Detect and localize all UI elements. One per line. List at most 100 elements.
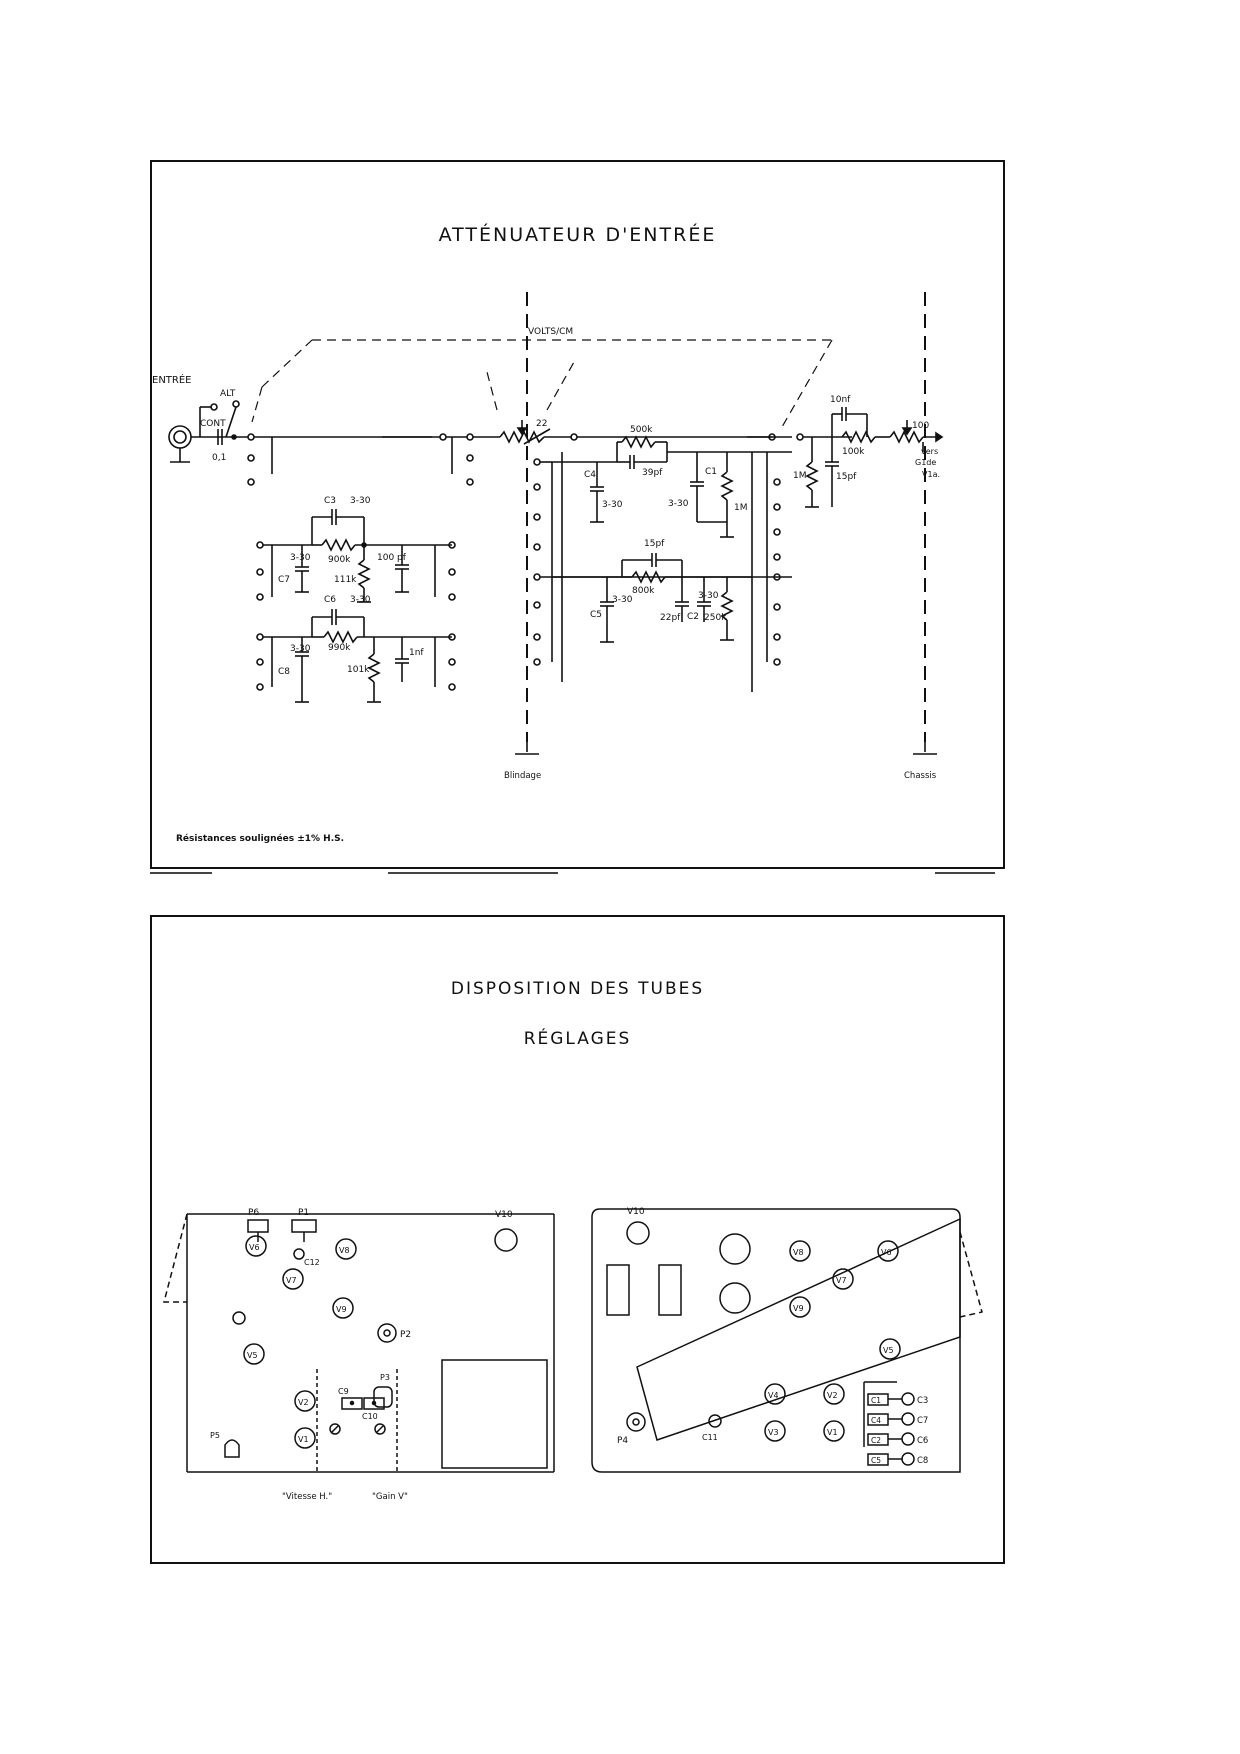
svg-text:111k: 111k <box>334 575 357 585</box>
svg-text:3-30: 3-30 <box>698 591 719 601</box>
svg-text:900k: 900k <box>328 555 351 565</box>
shield-outline <box>251 339 833 428</box>
svg-text:V5: V5 <box>247 1351 258 1360</box>
svg-text:V4: V4 <box>768 1391 779 1400</box>
svg-text:C7: C7 <box>917 1416 928 1426</box>
tube-v2 <box>294 1390 316 1412</box>
svg-text:3-30: 3-30 <box>668 499 689 509</box>
label-cont: CONT <box>200 419 226 429</box>
svg-text:C1: C1 <box>705 467 717 477</box>
svg-text:3-30: 3-30 <box>350 496 371 506</box>
svg-text:990k: 990k <box>328 643 351 653</box>
svg-text:3-30: 3-30 <box>290 553 311 563</box>
svg-text:15pf: 15pf <box>644 539 665 549</box>
svg-text:V7: V7 <box>836 1276 847 1285</box>
svg-text:22pf: 22pf <box>660 613 681 623</box>
svg-text:P1: P1 <box>298 1208 309 1218</box>
svg-text:C8: C8 <box>278 667 290 677</box>
svg-text:V9: V9 <box>793 1304 804 1313</box>
svg-text:C8: C8 <box>917 1456 928 1466</box>
attenuator-stage-900k <box>256 509 456 603</box>
svg-text:V8: V8 <box>793 1248 804 1257</box>
svg-text:3-30: 3-30 <box>612 595 633 605</box>
svg-text:C5: C5 <box>871 1456 881 1465</box>
svg-text:C3: C3 <box>324 496 336 506</box>
svg-text:V1: V1 <box>298 1435 309 1444</box>
svg-text:P6: P6 <box>248 1208 259 1218</box>
tube-v10-right <box>626 1221 650 1245</box>
tube-v7 <box>282 1268 304 1290</box>
caption-gain-v: "Gain V" <box>372 1492 408 1502</box>
svg-text:500k: 500k <box>630 425 653 435</box>
scan-mark <box>935 872 995 874</box>
svg-text:C2: C2 <box>687 612 699 622</box>
svg-text:3-30: 3-30 <box>290 644 311 654</box>
svg-text:V10: V10 <box>495 1210 513 1220</box>
svg-text:250k: 250k <box>704 613 727 623</box>
svg-text:100: 100 <box>912 421 929 431</box>
label-alt: ALT <box>220 389 236 399</box>
right-chassis-board <box>591 1208 983 1473</box>
svg-text:V8: V8 <box>339 1246 350 1255</box>
footnote: Résistances soulignées ±1% H.S. <box>176 834 345 844</box>
svg-text:V5: V5 <box>883 1346 894 1355</box>
scan-mark <box>388 872 558 874</box>
svg-text:C6: C6 <box>324 595 336 605</box>
label-chassis: Chassis <box>904 771 937 781</box>
svg-text:V6: V6 <box>249 1243 260 1252</box>
svg-text:C12: C12 <box>304 1258 320 1267</box>
attenuator-panel: ATTÉNUATEUR D'ENTRÉE ENTRÉE ALT CONT 0,1 <box>150 160 1005 869</box>
svg-text:C5: C5 <box>590 610 602 620</box>
svg-text:V2: V2 <box>827 1391 838 1400</box>
svg-text:C3: C3 <box>917 1396 928 1406</box>
middle-wafer-contacts <box>533 452 752 682</box>
svg-text:P5: P5 <box>210 1431 220 1440</box>
tube-layout-subtitle: RÉGLAGES <box>523 1029 632 1049</box>
svg-text:V2: V2 <box>298 1398 309 1407</box>
svg-text:V1a.: V1a. <box>922 470 940 479</box>
attenuator-stage-990k <box>256 609 456 703</box>
svg-text:V6: V6 <box>881 1248 892 1257</box>
svg-text:P3: P3 <box>380 1373 390 1382</box>
tube-v9 <box>332 1297 354 1319</box>
scan-mark <box>150 872 212 874</box>
label-blindage: Blindage <box>504 771 541 781</box>
svg-text:V10: V10 <box>627 1207 645 1217</box>
svg-text:39pf: 39pf <box>642 468 663 478</box>
label-entree: ENTRÉE <box>152 373 192 386</box>
svg-text:C4: C4 <box>584 470 596 480</box>
trimmer-group <box>867 1392 915 1466</box>
tube-v10 <box>494 1228 518 1252</box>
svg-text:C7: C7 <box>278 575 290 585</box>
svg-text:1nf: 1nf <box>409 648 424 658</box>
svg-text:C2: C2 <box>871 1436 881 1445</box>
tube-v6 <box>245 1235 267 1257</box>
svg-text:15pf: 15pf <box>836 472 857 482</box>
tube-v5 <box>243 1343 265 1365</box>
svg-text:G1de: G1de <box>915 458 936 467</box>
svg-text:C11: C11 <box>702 1433 718 1442</box>
label-c-in: 0,1 <box>212 453 226 463</box>
svg-text:C1: C1 <box>871 1396 881 1405</box>
label-pot-22: 22 <box>536 419 547 429</box>
svg-text:P2: P2 <box>400 1330 411 1340</box>
trimmer-c12 <box>293 1248 305 1260</box>
tube-v1 <box>294 1427 316 1449</box>
tube-layout-diagram: P6 P1 V10 V6 V8 C12 V7 V9 P2 V5 P3 C9 C1… <box>163 1207 983 1502</box>
svg-text:vers: vers <box>921 447 938 456</box>
svg-text:V7: V7 <box>286 1276 297 1285</box>
attenuator-title: ATTÉNUATEUR D'ENTRÉE <box>438 224 717 246</box>
attenuator-schematic: ENTRÉE ALT CONT 0,1 <box>152 292 944 781</box>
pot-p2 <box>377 1323 397 1343</box>
svg-text:V9: V9 <box>336 1305 347 1314</box>
caption-vitesse-h: "Vitesse H." <box>282 1492 332 1502</box>
svg-text:C9: C9 <box>338 1387 349 1396</box>
svg-text:1M: 1M <box>793 471 807 481</box>
left-chassis-board <box>163 1213 555 1473</box>
svg-text:800k: 800k <box>632 586 655 596</box>
svg-text:10nf: 10nf <box>830 395 851 405</box>
svg-text:V1: V1 <box>827 1428 838 1437</box>
bnc-input-connector <box>168 425 192 463</box>
svg-text:100 pf: 100 pf <box>377 553 407 563</box>
svg-text:3-30: 3-30 <box>350 595 371 605</box>
